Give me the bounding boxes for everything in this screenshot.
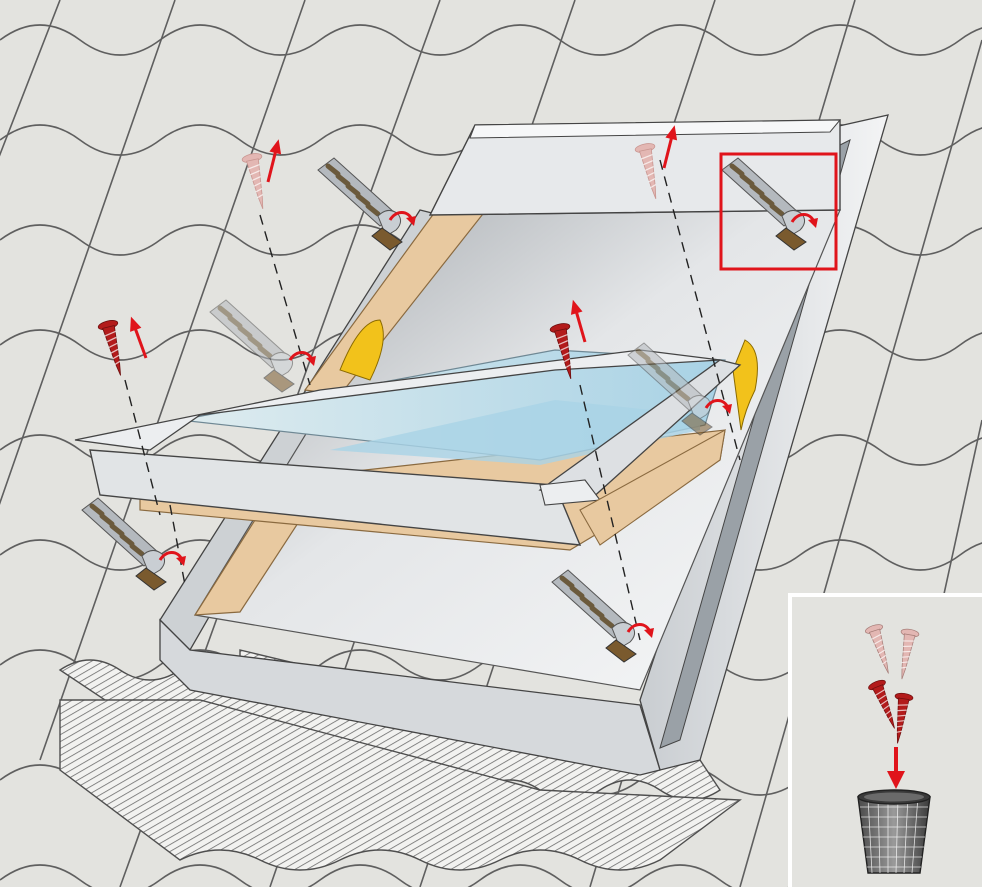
left-latch: [339, 319, 384, 381]
bottom-frame-profile: [159, 618, 661, 776]
sash-right-wood: [579, 428, 726, 546]
waste-bin-icon: [857, 789, 931, 874]
sash-bottom-rail: [89, 449, 582, 546]
apron-lower-edge: [59, 699, 742, 871]
window-sash: [74, 349, 742, 551]
discard-inset-panel: [792, 597, 982, 887]
highlight-frame: [719, 152, 838, 271]
arrow-down-icon: [887, 747, 905, 789]
right-latch: [732, 339, 758, 431]
